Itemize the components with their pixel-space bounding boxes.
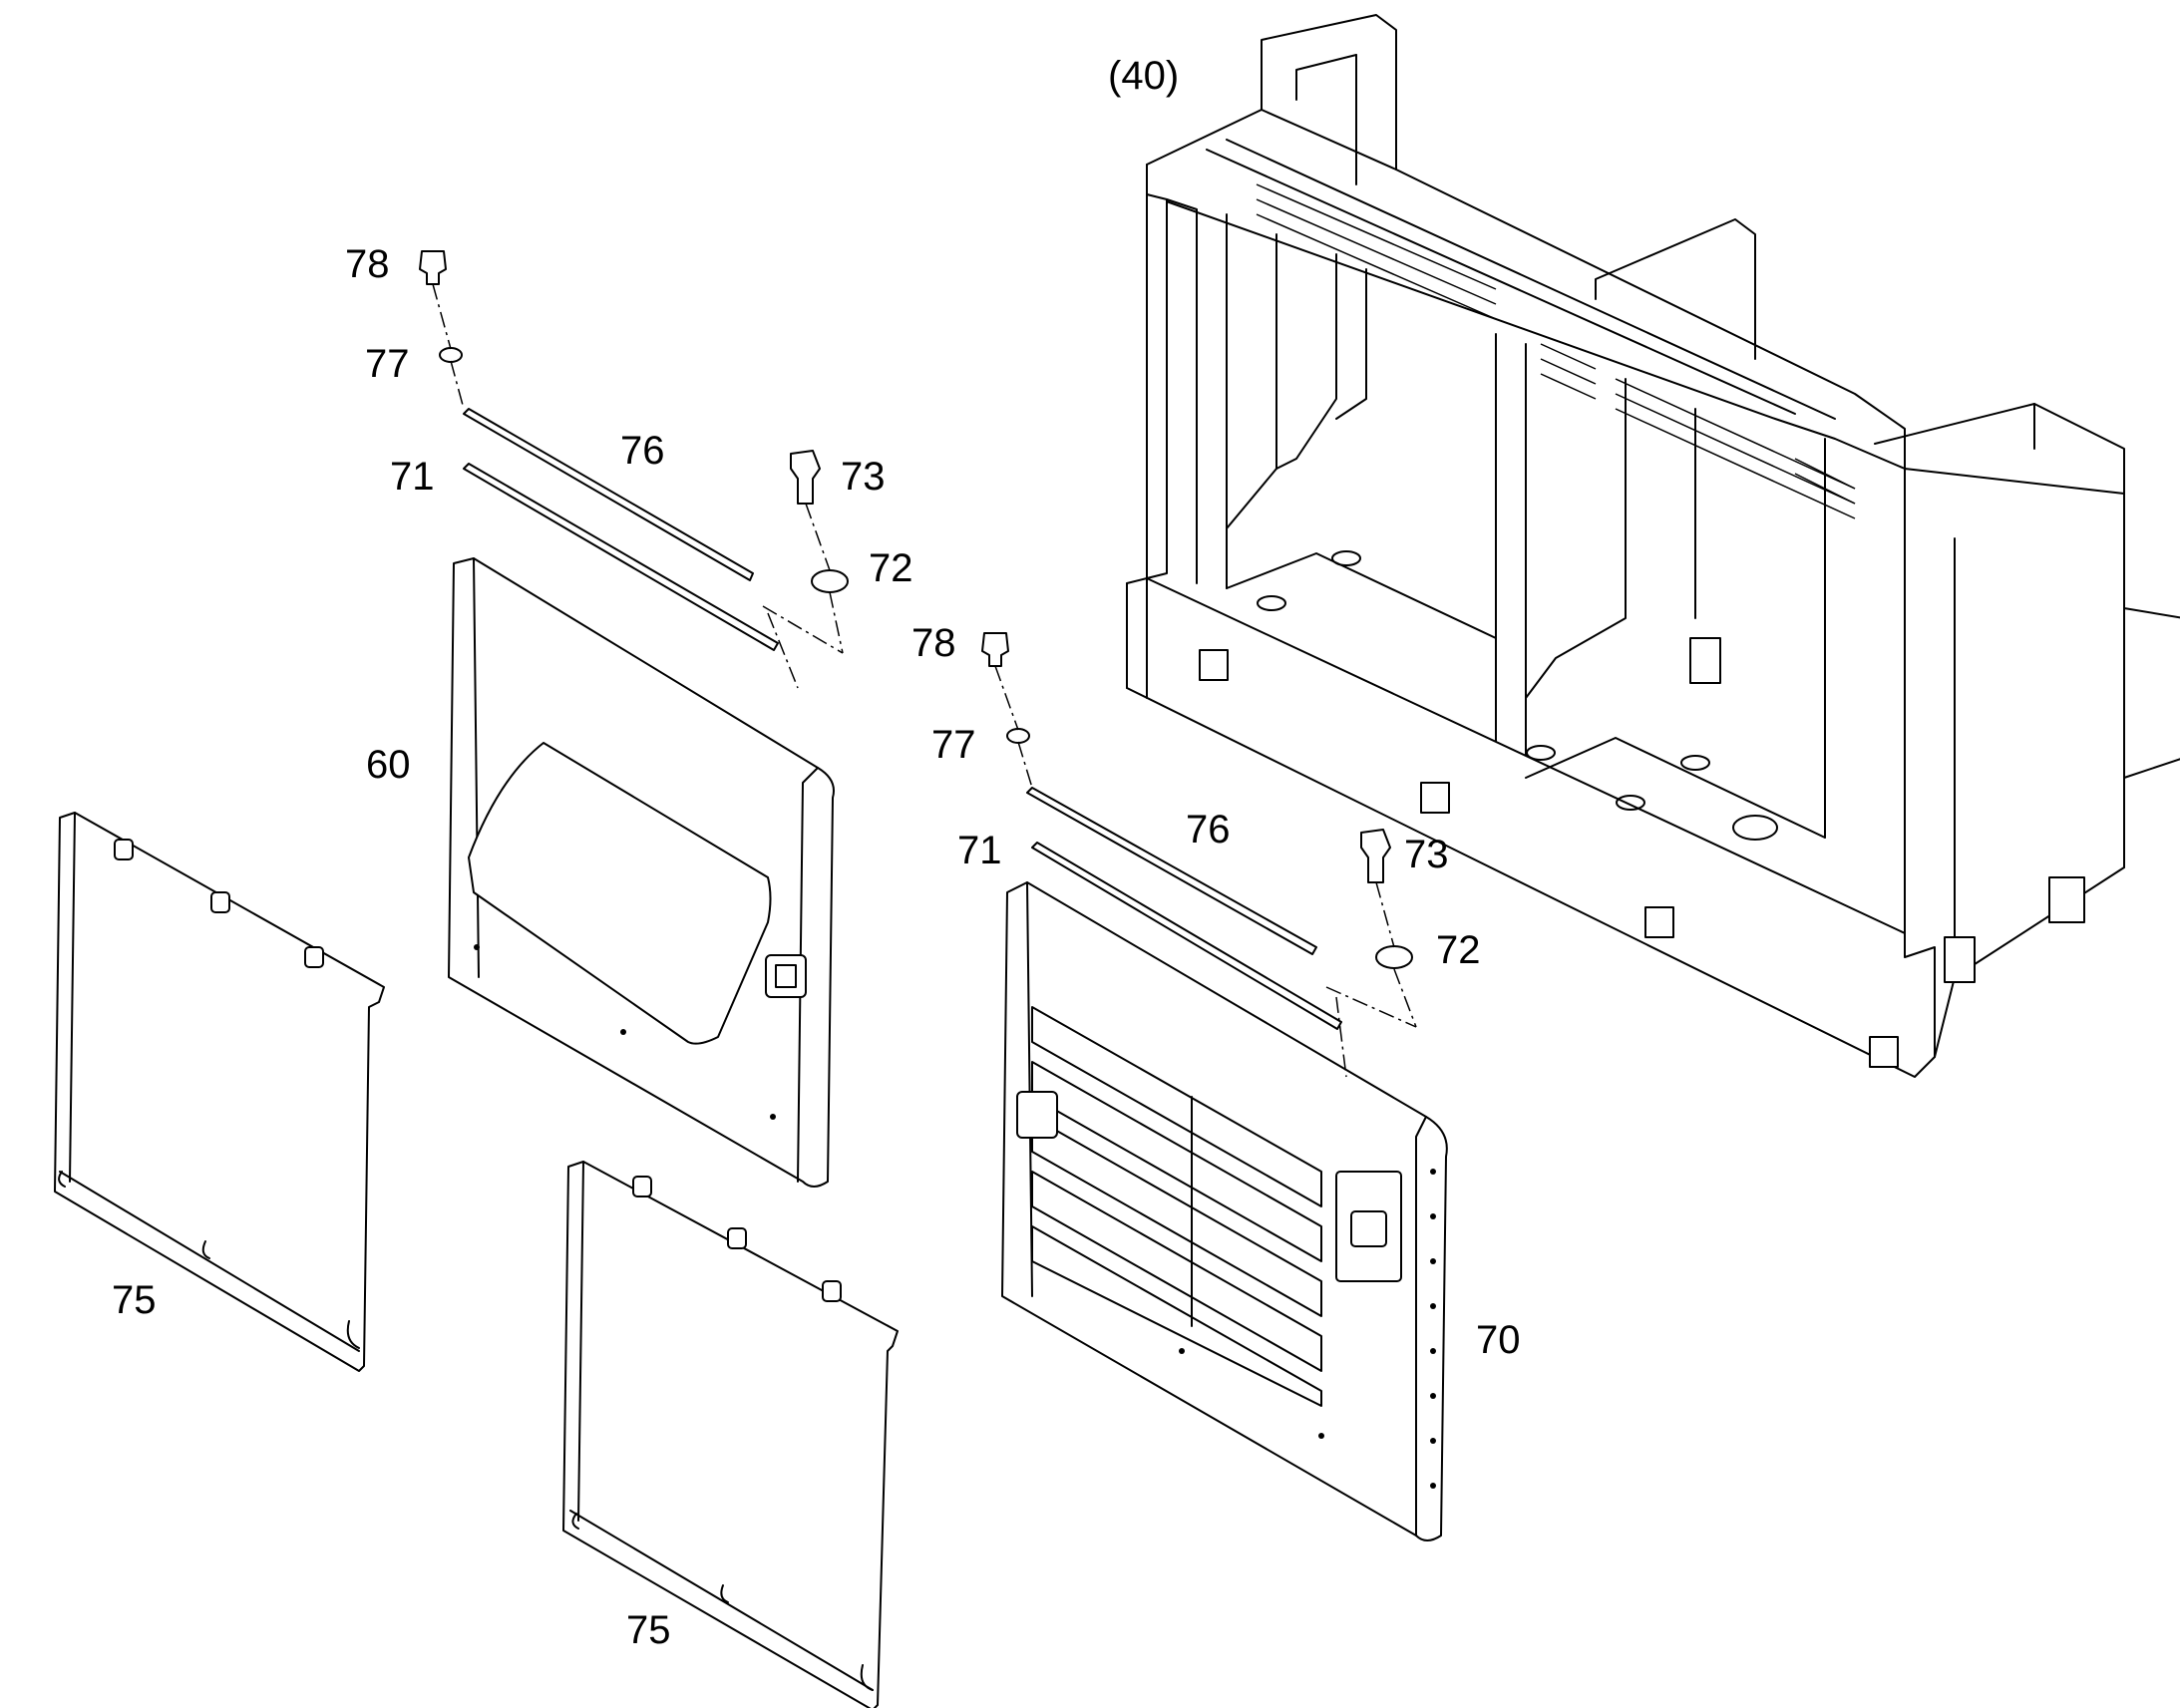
- hardware-right: [981, 632, 1417, 1078]
- hardware-left: [419, 250, 849, 689]
- hinge-bar-right: [1026, 787, 1342, 1030]
- callout-left-door: 60: [366, 743, 411, 787]
- callout-hinge-bar-right: 76: [1186, 808, 1231, 852]
- panel-center: [562, 1161, 899, 1708]
- callout-washer-left: 72: [869, 546, 913, 590]
- callout-panel-left: 75: [112, 1278, 157, 1322]
- left-door: [448, 557, 835, 1188]
- panel-left: [54, 812, 385, 1372]
- callout-panel-center: 75: [626, 1608, 671, 1652]
- callout-right-door: 70: [1476, 1318, 1521, 1362]
- callout-hinge-bar-left: 76: [620, 429, 665, 473]
- callout-bolt-left: 73: [841, 455, 886, 499]
- callout-bolt-right: 73: [1404, 833, 1449, 876]
- callout-frame-assembly: (40): [1108, 54, 1180, 98]
- hinge-bar-left: [463, 408, 779, 651]
- callout-seal-strip-right: 71: [957, 829, 1002, 872]
- callout-washer-right: 72: [1436, 928, 1481, 972]
- frame-assembly: [1126, 14, 2180, 1078]
- callout-seal-strip-left: 71: [390, 455, 435, 499]
- callout-washer-small-right: 77: [931, 723, 976, 767]
- right-door: [1001, 881, 1448, 1541]
- callout-screw-left: 78: [345, 242, 390, 286]
- callout-washer-small-left: 77: [365, 342, 410, 386]
- callout-screw-right: 78: [911, 621, 956, 665]
